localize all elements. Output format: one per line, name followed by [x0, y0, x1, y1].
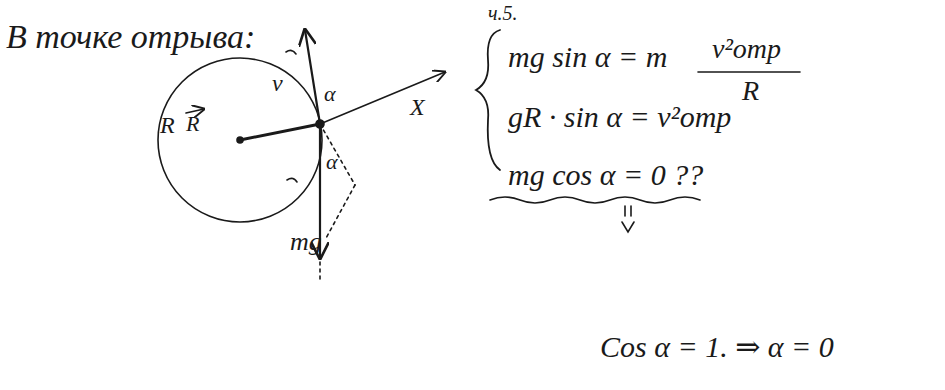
equation: mg sin α = m — [508, 40, 667, 73]
equation: Cos α = 1. ⇒ α = 0 — [600, 330, 834, 363]
radius-line — [240, 124, 320, 140]
equation: gR · sin α = v²отр — [508, 100, 731, 133]
sphere-outline — [158, 58, 322, 222]
page-note: ч.5. — [488, 2, 518, 24]
equal-mark — [624, 206, 626, 216]
tick-mark — [287, 178, 297, 182]
fraction-denominator: R — [742, 76, 759, 107]
vector-label: mg — [290, 228, 322, 257]
dashed-extension — [319, 262, 321, 282]
equation: mg cos α = 0 ?? — [508, 158, 703, 191]
projection-line — [320, 124, 355, 185]
x-axis — [320, 72, 445, 124]
velocity-vector — [305, 30, 320, 124]
center-dot — [237, 137, 243, 143]
vector-label: R — [186, 112, 199, 136]
angle-label: α — [326, 150, 338, 174]
underline-wave — [490, 197, 700, 203]
equal-mark — [630, 206, 632, 216]
projection-line — [325, 185, 355, 240]
point-label: R — [160, 112, 175, 138]
fraction-numerator: v²отр — [712, 34, 781, 65]
heading-note: В точке отрыва: — [6, 18, 255, 55]
fraction-bar — [698, 71, 800, 73]
down-arrow — [622, 222, 634, 232]
tick-mark — [286, 50, 296, 54]
system-brace — [476, 30, 500, 170]
vector-label: v — [272, 70, 283, 96]
axis-label: X — [410, 94, 425, 120]
angle-label: α — [324, 82, 336, 106]
